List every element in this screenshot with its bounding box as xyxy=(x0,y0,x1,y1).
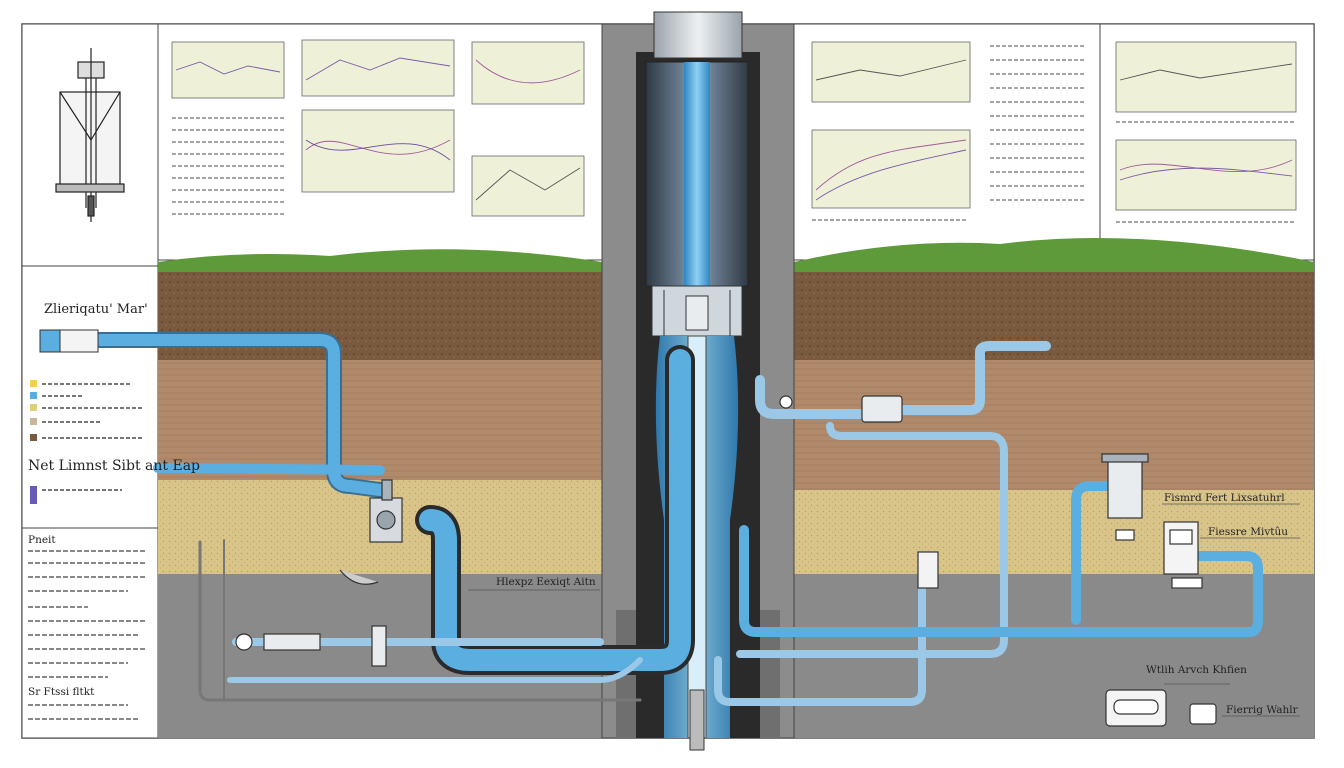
legend-text-line xyxy=(42,489,122,491)
legend-text-line xyxy=(42,395,82,397)
pump-icon xyxy=(663,290,731,336)
legend-text-line xyxy=(42,407,142,409)
well-shaft xyxy=(601,11,795,751)
ground-layers-right xyxy=(794,238,1314,738)
right-label-tank: Fismrd Fert Lixsatuhrl xyxy=(1164,492,1285,504)
right-label-outlet: Fierrig Wahlr xyxy=(1226,704,1298,716)
legend-swatch xyxy=(30,380,37,387)
note-line xyxy=(28,562,146,564)
note-line xyxy=(28,676,108,678)
note-line xyxy=(28,606,88,608)
legend-text-line xyxy=(42,421,102,423)
note-line xyxy=(28,620,146,622)
note-line xyxy=(28,590,128,592)
note-line xyxy=(28,648,146,650)
document-text-lines xyxy=(172,45,1296,223)
note-line xyxy=(28,662,128,664)
legend-swatch xyxy=(30,392,37,399)
well-casing-icon xyxy=(55,48,125,222)
legend-swatch xyxy=(30,404,37,411)
center-pit-label: Hlexpz Eexiqt Aitn xyxy=(496,576,596,588)
left-sidebar xyxy=(21,23,159,739)
left-heading: Net Limnst Sibt ant Eap xyxy=(28,458,201,474)
top-panels xyxy=(157,23,1315,261)
control-box-icon xyxy=(1105,521,1217,727)
right-label-control: Fiessre Mivtûu xyxy=(1208,526,1288,538)
right-label-switch: Wtlih Arvch Khfien xyxy=(1146,664,1247,676)
note-line xyxy=(28,634,138,636)
pressure-tank-icon xyxy=(1101,453,1149,541)
mini-chart xyxy=(171,39,1297,217)
legend-text-line xyxy=(42,383,132,385)
notes-subheader: Sr Ftssi fltkt xyxy=(28,686,95,698)
left-title: Zlieriqatu' Mar' xyxy=(44,302,148,317)
legend-swatch xyxy=(30,418,37,425)
piping-network xyxy=(92,332,1263,706)
mini-chart-traces xyxy=(175,57,1293,201)
notes-header: Pneit xyxy=(28,534,56,546)
note-line xyxy=(28,550,146,552)
legend-text-line xyxy=(42,437,142,439)
leader-lines xyxy=(468,503,1300,717)
legend-swatch xyxy=(30,434,37,441)
left-endcap xyxy=(39,329,99,353)
legend-swatch xyxy=(30,486,37,504)
note-line xyxy=(28,718,140,720)
valve-icon xyxy=(235,395,939,667)
note-line xyxy=(28,576,146,578)
note-line xyxy=(28,704,128,706)
